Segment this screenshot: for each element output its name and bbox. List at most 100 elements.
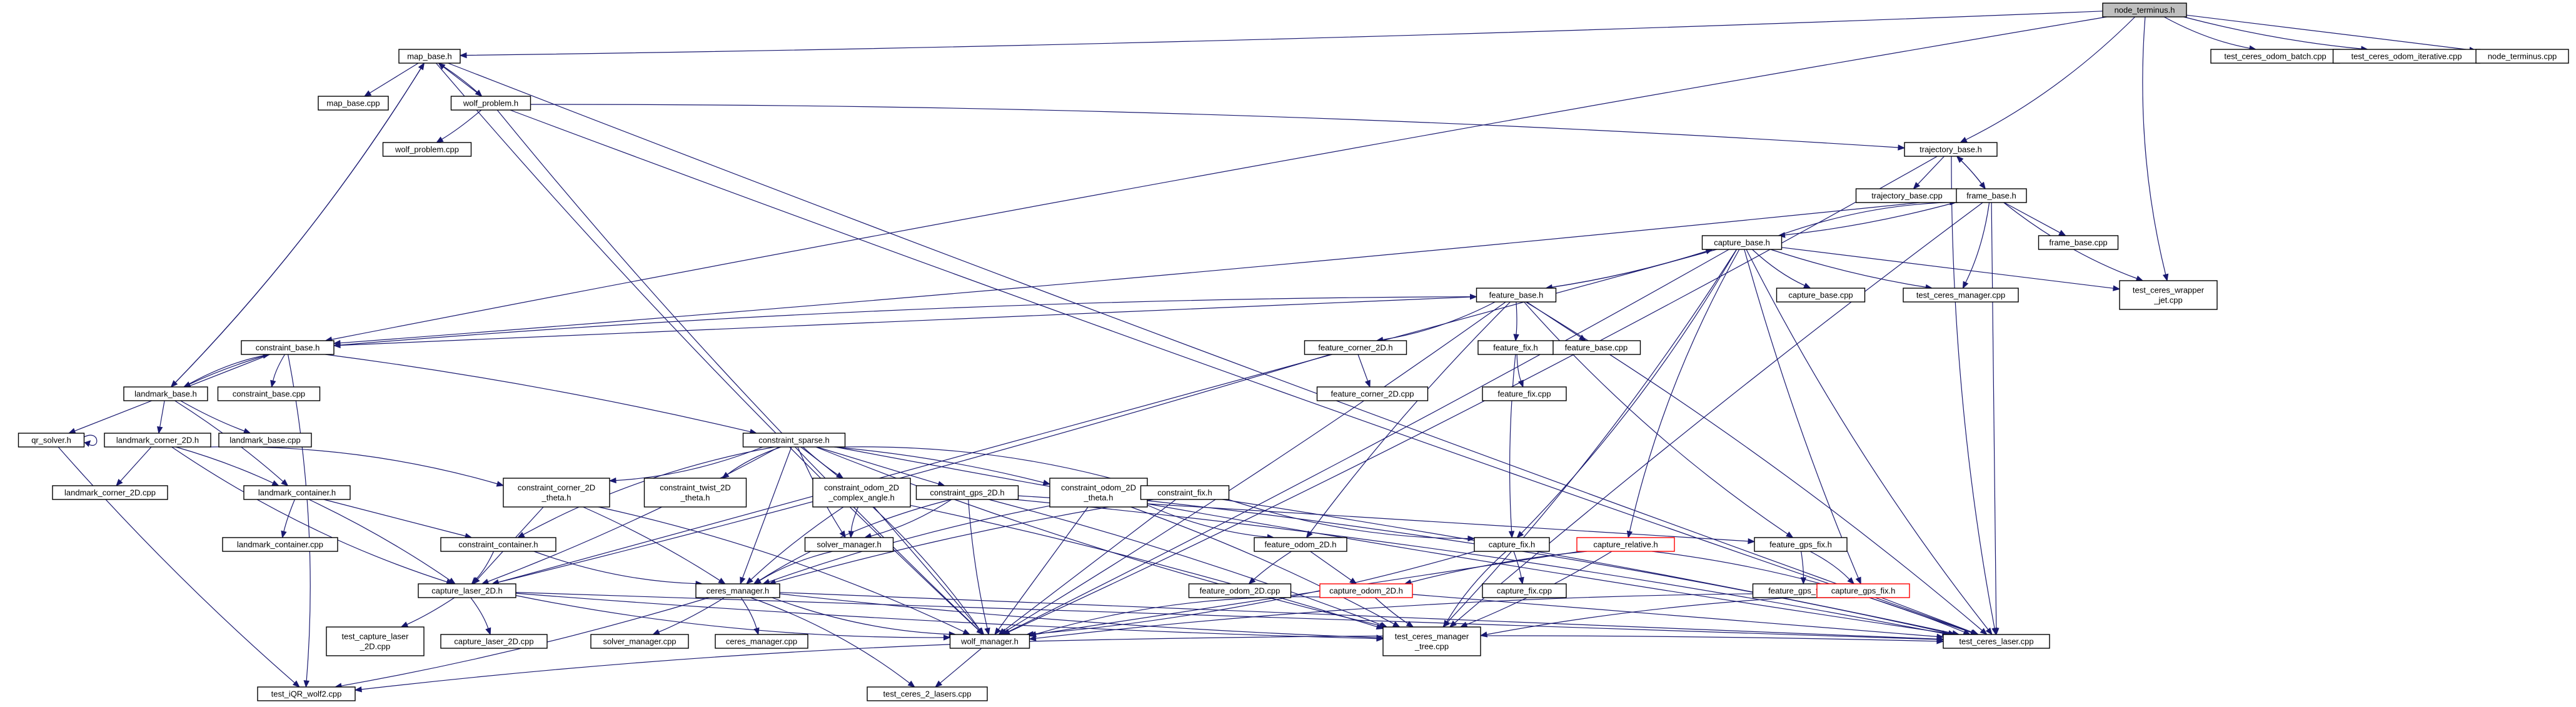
node-box[interactable] (1701, 235, 1783, 250)
node-landmark-corner-2D-h[interactable]: landmark_corner_2D.h (104, 433, 211, 448)
node-ceres-manager-cpp[interactable]: ceres_manager.cpp (715, 634, 808, 649)
node-feature-corner-2D-h[interactable]: feature_corner_2D.h (1304, 340, 1407, 355)
node-landmark-base-h[interactable]: landmark_base.h (123, 386, 208, 401)
node-constraint-fix-h[interactable]: constraint_fix.h (1140, 485, 1230, 500)
node-box[interactable] (1049, 478, 1148, 508)
node-landmark-base-cpp[interactable]: landmark_base.cpp (218, 433, 312, 448)
node-ceres-manager-h[interactable]: ceres_manager.h (695, 583, 780, 598)
node-box[interactable] (104, 433, 211, 448)
node-box[interactable] (1476, 288, 1557, 303)
node-box[interactable] (1776, 288, 1866, 303)
node-feature-corner-2D-cpp[interactable]: feature_corner_2D.cpp (1316, 386, 1429, 401)
node-box[interactable] (217, 386, 321, 401)
node-solver-manager-h[interactable]: solver_manager.h (804, 537, 894, 552)
node-box[interactable] (695, 583, 780, 598)
node-box[interactable] (715, 634, 808, 649)
node-box[interactable] (2119, 280, 2218, 310)
node-box[interactable] (18, 433, 85, 448)
node-trajectory-base-h[interactable]: trajectory_base.h (1904, 142, 1998, 157)
node-landmark-container-h[interactable]: landmark_container.h (243, 485, 351, 500)
node-box[interactable] (1576, 537, 1675, 552)
node-landmark-container-cpp[interactable]: landmark_container.cpp (222, 537, 338, 552)
node-capture-fix-cpp[interactable]: capture_fix.cpp (1482, 583, 1567, 598)
node-box[interactable] (2038, 235, 2119, 250)
node-test-ceres-manager-cpp[interactable]: test_ceres_manager.cpp (1903, 288, 2019, 303)
node-box[interactable] (222, 537, 338, 552)
node-feature-odom-2D-h[interactable]: feature_odom_2D.h (1254, 537, 1347, 552)
node-capture-gps-fix-h[interactable]: capture_gps_fix.h (1816, 583, 1910, 598)
node-box[interactable] (382, 142, 472, 157)
node-box[interactable] (590, 634, 689, 649)
node-test-ceres-manager-tree-cpp[interactable]: test_ceres_manager_tree.cpp (1382, 626, 1481, 656)
node-test-ceres-2-lasers-cpp[interactable]: test_ceres_2_lasers.cpp (867, 686, 988, 701)
node-feature-odom-2D-cpp[interactable]: feature_odom_2D.cpp (1188, 583, 1292, 598)
node-box[interactable] (915, 485, 1019, 500)
node-test-capture-laser-2D-cpp[interactable]: test_capture_laser_2D.cpp (326, 626, 425, 656)
node-test-ceres-wrapper-jet-cpp[interactable]: test_ceres_wrapper_jet.cpp (2119, 280, 2218, 310)
node-box[interactable] (418, 583, 516, 598)
node-box[interactable] (1956, 188, 2027, 203)
node-test-ceres-odom-batch-cpp[interactable]: test_ceres_odom_batch.cpp (2210, 49, 2340, 64)
node-box[interactable] (318, 96, 389, 111)
node-feature-gps-fix-h[interactable]: feature_gps_fix.h (1754, 537, 1848, 552)
node-box[interactable] (2102, 3, 2187, 18)
node-constraint-container-h[interactable]: constraint_container.h (440, 537, 556, 552)
node-box[interactable] (867, 686, 988, 701)
node-constraint-base-cpp[interactable]: constraint_base.cpp (217, 386, 321, 401)
node-box[interactable] (812, 478, 911, 508)
node-landmark-corner-2D-cpp[interactable]: landmark_corner_2D.cpp (52, 485, 168, 500)
node-box[interactable] (1319, 583, 1413, 598)
node-trajectory-base-cpp[interactable]: trajectory_base.cpp (1855, 188, 1959, 203)
node-map-base-h[interactable]: map_base.h (398, 49, 461, 64)
node-box[interactable] (1754, 537, 1848, 552)
node-wolf-problem-h[interactable]: wolf_problem.h (450, 96, 531, 111)
node-feature-base-h[interactable]: feature_base.h (1476, 288, 1557, 303)
node-feature-base-cpp[interactable]: feature_base.cpp (1551, 340, 1641, 355)
node-constraint-base-h[interactable]: constraint_base.h (241, 340, 335, 355)
node-box[interactable] (742, 433, 846, 448)
node-test-iQR-wolf2-cpp[interactable]: test_iQR_wolf2.cpp (257, 686, 356, 701)
node-capture-laser-2D-cpp[interactable]: capture_laser_2D.cpp (440, 634, 548, 649)
node-box[interactable] (52, 485, 168, 500)
node-box[interactable] (1474, 537, 1550, 552)
node-box[interactable] (241, 340, 335, 355)
node-node-terminus-h[interactable]: node_terminus.h (2102, 3, 2187, 18)
node-box[interactable] (503, 478, 610, 508)
node-box[interactable] (1188, 583, 1292, 598)
node-box[interactable] (218, 433, 312, 448)
node-capture-laser-2D-h[interactable]: capture_laser_2D.h (418, 583, 516, 598)
node-box[interactable] (1254, 537, 1347, 552)
node-test-ceres-laser-cpp[interactable]: test_ceres_laser.cpp (1943, 634, 2050, 649)
node-box[interactable] (257, 686, 356, 701)
node-capture-base-h[interactable]: capture_base.h (1701, 235, 1783, 250)
node-box[interactable] (1304, 340, 1407, 355)
node-box[interactable] (643, 478, 747, 508)
node-feature-fix-h[interactable]: feature_fix.h (1477, 340, 1554, 355)
node-constraint-twist-2D-theta-h[interactable]: constraint_twist_2D_theta.h (643, 478, 747, 508)
node-wolf-manager-h[interactable]: wolf_manager.h (949, 634, 1030, 649)
node-frame-base-cpp[interactable]: frame_base.cpp (2038, 235, 2119, 250)
node-capture-odom-2D-h[interactable]: capture_odom_2D.h (1319, 583, 1413, 598)
node-feature-fix-cpp[interactable]: feature_fix.cpp (1482, 386, 1567, 401)
node-box[interactable] (1943, 634, 2050, 649)
node-box[interactable] (804, 537, 894, 552)
node-qr-solver-h[interactable]: qr_solver.h (18, 433, 85, 448)
node-box[interactable] (243, 485, 351, 500)
node-frame-base-h[interactable]: frame_base.h (1956, 188, 2027, 203)
node-box[interactable] (398, 49, 461, 64)
node-constraint-gps-2D-h[interactable]: constraint_gps_2D.h (915, 485, 1019, 500)
node-capture-base-cpp[interactable]: capture_base.cpp (1776, 288, 1866, 303)
node-box[interactable] (1382, 626, 1481, 656)
node-box[interactable] (1482, 386, 1567, 401)
node-capture-fix-h[interactable]: capture_fix.h (1474, 537, 1550, 552)
node-box[interactable] (1904, 142, 1998, 157)
node-box[interactable] (1816, 583, 1910, 598)
node-node-terminus-cpp[interactable]: node_terminus.cpp (2475, 49, 2569, 64)
node-constraint-odom-2D-complex-angle-h[interactable]: constraint_odom_2D_complex_angle.h (812, 478, 911, 508)
node-capture-relative-h[interactable]: capture_relative.h (1576, 537, 1675, 552)
node-box[interactable] (450, 96, 531, 111)
node-box[interactable] (1477, 340, 1554, 355)
node-box[interactable] (1140, 485, 1230, 500)
node-box[interactable] (2475, 49, 2569, 64)
node-wolf-problem-cpp[interactable]: wolf_problem.cpp (382, 142, 472, 157)
